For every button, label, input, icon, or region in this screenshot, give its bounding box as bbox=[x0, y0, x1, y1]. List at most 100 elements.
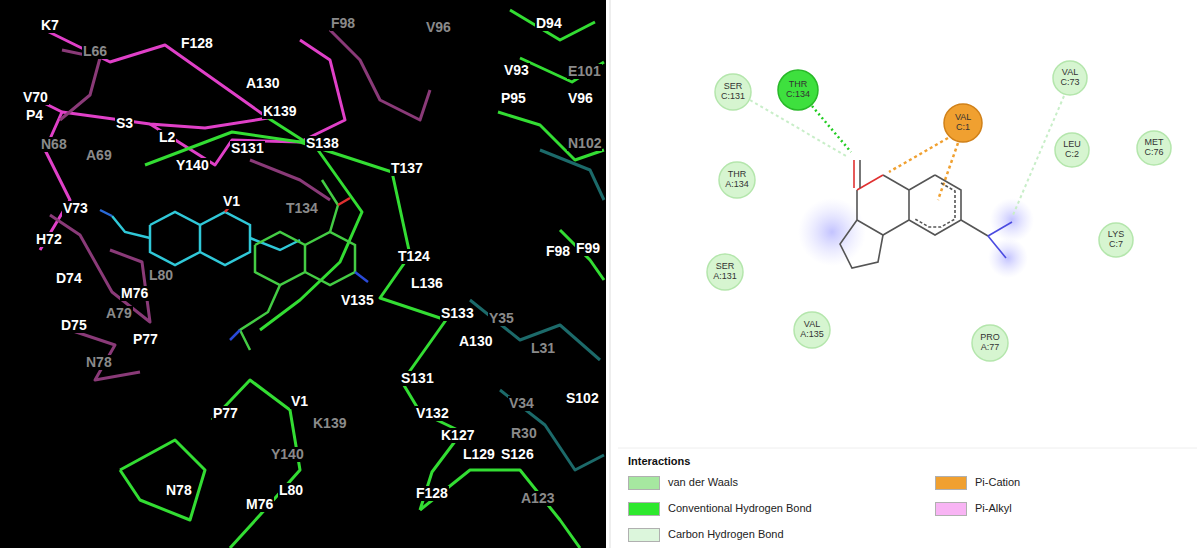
residue-label: M76 bbox=[120, 286, 149, 301]
residue-label: D74 bbox=[55, 271, 83, 286]
residue-label: T134 bbox=[285, 201, 319, 216]
residue-name: VAL C:1 bbox=[955, 113, 971, 133]
residue-name: VAL A:135 bbox=[800, 320, 824, 340]
residue-label: S133 bbox=[440, 306, 475, 321]
residue-label: V70 bbox=[22, 90, 49, 105]
residue-name: SER A:131 bbox=[713, 262, 737, 282]
residue-label: L80 bbox=[278, 483, 304, 498]
residue-circle: LYS C:7 bbox=[1098, 222, 1134, 258]
residue-label: S138 bbox=[305, 136, 340, 151]
residue-label: S126 bbox=[500, 447, 535, 462]
residue-name: LEU C:2 bbox=[1063, 140, 1081, 160]
residue-label: N102 bbox=[567, 136, 602, 151]
legend-text: van der Waals bbox=[668, 476, 738, 488]
residue-label: P4 bbox=[25, 108, 44, 123]
residue-label: D94 bbox=[535, 16, 563, 31]
legend-text: Pi-Alkyl bbox=[975, 502, 1012, 514]
residue-label: Y140 bbox=[270, 447, 305, 462]
residue-circle: SER A:131 bbox=[706, 253, 744, 291]
residue-name: PRO A:77 bbox=[980, 333, 1000, 353]
residue-label: V135 bbox=[340, 293, 375, 308]
residue-name: SER C:131 bbox=[721, 82, 745, 102]
residue-label: V1 bbox=[290, 394, 309, 409]
residue-label: T124 bbox=[397, 249, 431, 264]
residue-disc bbox=[1137, 131, 1171, 165]
residue-label: N78 bbox=[165, 483, 193, 498]
legend-swatch bbox=[935, 502, 967, 516]
residue-label: F98 bbox=[330, 16, 356, 31]
residue-label: F98 bbox=[545, 244, 571, 259]
residue-label: P95 bbox=[500, 91, 527, 106]
residue-label: F128 bbox=[180, 36, 214, 51]
residue-label: V1 bbox=[222, 194, 241, 209]
residue-label: V34 bbox=[508, 396, 535, 411]
legend-swatch bbox=[935, 476, 967, 490]
residue-circle: PRO A:77 bbox=[971, 324, 1009, 362]
residue-disc bbox=[715, 74, 751, 110]
residue-name: MET C:76 bbox=[1144, 138, 1163, 158]
residue-label: E101 bbox=[567, 64, 602, 79]
residue-circle: SER C:131 bbox=[714, 73, 752, 111]
residue-label: K139 bbox=[312, 416, 347, 431]
legend-title: Interactions bbox=[628, 456, 690, 468]
residue-label: L80 bbox=[148, 268, 174, 283]
residue-label: N68 bbox=[40, 137, 68, 152]
residue-circle: MET C:76 bbox=[1136, 130, 1172, 166]
residue-label: V73 bbox=[62, 201, 89, 216]
residue-name: THR A:134 bbox=[725, 170, 749, 190]
residue-label: Y140 bbox=[175, 158, 210, 173]
residue-label: S102 bbox=[565, 391, 600, 406]
residue-circle: VAL C:1 bbox=[943, 103, 983, 143]
residue-label: F99 bbox=[575, 241, 601, 256]
residue-label: D75 bbox=[60, 318, 88, 333]
legend-swatch bbox=[628, 528, 660, 542]
residue-label: K127 bbox=[440, 428, 475, 443]
residue-label: S131 bbox=[400, 371, 435, 386]
residue-disc bbox=[1099, 223, 1133, 257]
residue-disc bbox=[719, 162, 755, 198]
residue-label: S131 bbox=[230, 141, 265, 156]
residue-label: V96 bbox=[567, 91, 594, 106]
legend-text: Conventional Hydrogen Bond bbox=[668, 502, 812, 514]
residue-label: K139 bbox=[262, 104, 297, 119]
residue-label: L66 bbox=[82, 44, 108, 59]
residue-name: VAL C:73 bbox=[1060, 68, 1079, 88]
residue-label: A123 bbox=[520, 491, 555, 506]
residue-disc bbox=[778, 70, 818, 110]
residue-label: L129 bbox=[462, 447, 496, 462]
residue-label: S3 bbox=[115, 116, 134, 131]
residue-label: R30 bbox=[510, 426, 538, 441]
residue-label: V93 bbox=[503, 63, 530, 78]
residue-label: A130 bbox=[458, 334, 493, 349]
residue-label: L2 bbox=[158, 130, 176, 145]
residue-circle: VAL C:73 bbox=[1052, 60, 1088, 96]
residue-label: H72 bbox=[35, 232, 63, 247]
legend-text: Carbon Hydrogen Bond bbox=[668, 528, 784, 540]
residue-label: L31 bbox=[530, 341, 556, 356]
residue-label: P77 bbox=[212, 406, 239, 421]
legend-text: Pi-Cation bbox=[975, 476, 1020, 488]
residue-label: A79 bbox=[105, 306, 133, 321]
residue-circle: VAL A:135 bbox=[793, 311, 831, 349]
residue-label: F128 bbox=[415, 486, 449, 501]
residue-label: M76 bbox=[245, 497, 274, 512]
residue-name: THR C:134 bbox=[786, 80, 810, 100]
residue-disc bbox=[794, 312, 830, 348]
residue-label: V96 bbox=[425, 20, 452, 35]
residue-label: L136 bbox=[410, 276, 444, 291]
residue-label: P77 bbox=[132, 332, 159, 347]
legend-swatch bbox=[628, 502, 660, 516]
residue-label: A130 bbox=[245, 76, 280, 91]
residue-label: N78 bbox=[85, 355, 113, 370]
residue-disc bbox=[972, 325, 1008, 361]
residue-disc bbox=[707, 254, 743, 290]
residue-circle: THR A:134 bbox=[718, 161, 756, 199]
residue-label: V132 bbox=[415, 406, 450, 421]
residue-name: LYS C:7 bbox=[1108, 230, 1124, 250]
residue-label: T137 bbox=[390, 161, 424, 176]
residue-disc bbox=[1055, 133, 1089, 167]
residue-circle: THR C:134 bbox=[777, 69, 819, 111]
residue-disc bbox=[944, 104, 982, 142]
